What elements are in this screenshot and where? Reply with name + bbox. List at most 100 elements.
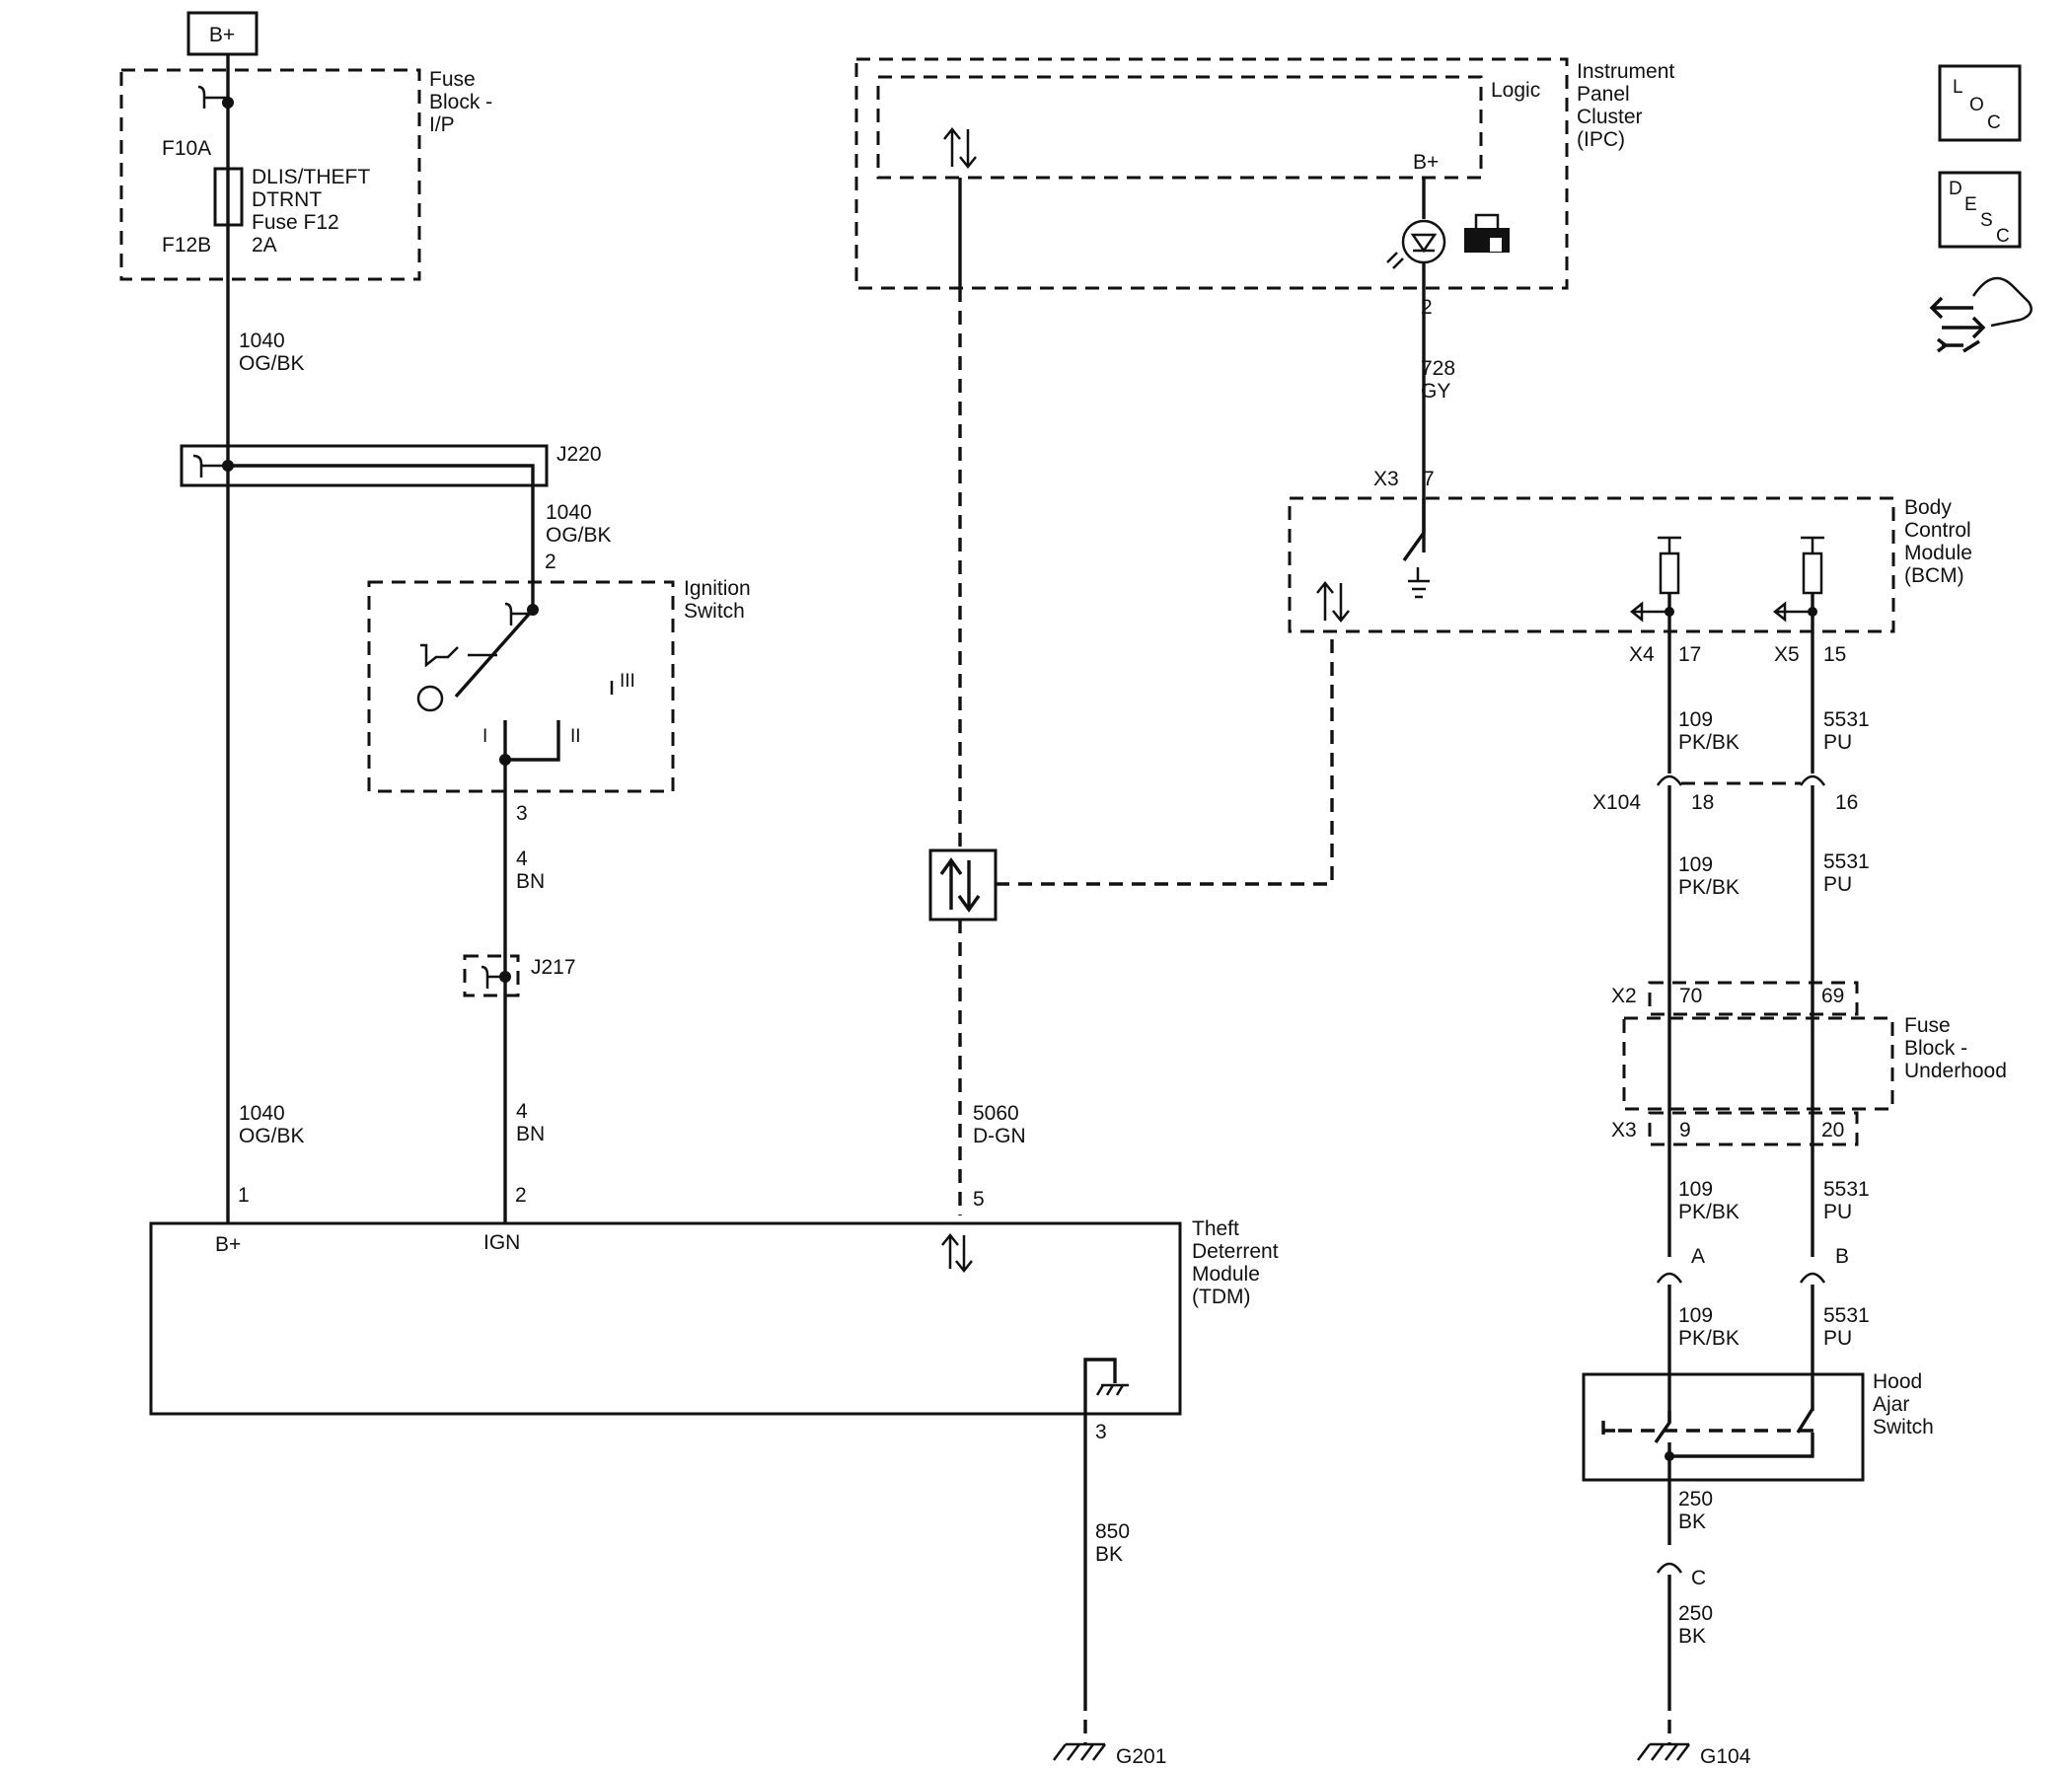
svg-text:OG/BK: OG/BK (239, 1125, 305, 1147)
svg-text:J220: J220 (556, 443, 602, 466)
svg-text:Block -: Block - (429, 91, 492, 113)
svg-text:4: 4 (516, 1100, 528, 1123)
svg-text:2: 2 (515, 1184, 527, 1207)
svg-text:DTRNT: DTRNT (252, 188, 322, 211)
connector-x104: X104 18 16 (1592, 774, 1858, 814)
key-icon (416, 685, 444, 712)
ipc-title: Instrument Panel Cluster (IPC) (1577, 60, 1674, 151)
svg-text:Logic: Logic (1491, 79, 1540, 102)
svg-text:J217: J217 (531, 956, 576, 979)
fuse-block-underhood: X2 70 69 X3 9 20 Fuse Block - Underhood (1611, 981, 2007, 1146)
fuse-block-ip: Fuse Block - I/P F10A F12B DLIS/THEFT DT… (119, 68, 492, 281)
svg-text:Theft: Theft (1192, 1217, 1239, 1240)
svg-text:S: S (1980, 210, 1993, 231)
svg-text:Control: Control (1904, 519, 1971, 542)
svg-text:850: 850 (1095, 1520, 1130, 1543)
svg-text:Instrument: Instrument (1577, 60, 1674, 83)
svg-text:BN: BN (516, 870, 545, 893)
svg-text:I: I (482, 726, 487, 747)
f10a-connector-icon (197, 85, 227, 109)
svg-text:X3: X3 (1611, 1119, 1637, 1142)
svg-text:B+: B+ (209, 24, 235, 46)
svg-text:15: 15 (1823, 643, 1846, 666)
svg-text:5531: 5531 (1823, 1178, 1870, 1201)
svg-text:Fuse: Fuse (1904, 1014, 1951, 1037)
svg-text:70: 70 (1679, 985, 1702, 1007)
svg-text:PU: PU (1823, 873, 1852, 896)
desc-icon[interactable]: D E S C (1938, 171, 2022, 249)
bcm-ground-icon (1408, 567, 1430, 599)
svg-text:250: 250 (1678, 1488, 1713, 1510)
loc-icon[interactable]: L O C (1938, 64, 2022, 142)
svg-text:5531: 5531 (1823, 850, 1870, 873)
bcm-serial-data-icon (1316, 580, 1350, 624)
svg-text:BK: BK (1678, 1510, 1706, 1533)
svg-text:C: C (1996, 226, 2010, 247)
svg-text:PK/BK: PK/BK (1678, 1327, 1739, 1350)
ground-icon (1095, 1383, 1129, 1396)
svg-text:PK/BK: PK/BK (1678, 731, 1739, 754)
svg-text:Body: Body (1904, 496, 1952, 519)
svg-text:16: 16 (1835, 791, 1858, 814)
svg-text:OG/BK: OG/BK (546, 524, 612, 547)
instrument-panel-cluster: Logic Instrument Panel Cluster (IPC) B+ (854, 57, 1674, 290)
svg-text:109: 109 (1678, 708, 1713, 731)
pullup-x5 (1772, 536, 1824, 631)
svg-text:X104: X104 (1592, 791, 1641, 814)
svg-text:2: 2 (545, 551, 556, 573)
hood-ajar-switch: Hood Ajar Switch (1582, 1370, 1934, 1482)
svg-text:3: 3 (516, 802, 528, 825)
connector-c: C (1656, 1562, 1706, 1589)
bcm-title: Body Control Module (BCM) (1904, 496, 1972, 587)
svg-text:Hood: Hood (1873, 1370, 1922, 1393)
key-linkage-icon (420, 643, 497, 668)
svg-text:PU: PU (1823, 1201, 1852, 1223)
svg-text:C: C (1691, 1567, 1706, 1589)
ignition-switch: Ignition Switch I II III (367, 577, 751, 793)
svg-text:17: 17 (1678, 643, 1701, 666)
svg-text:DLIS/THEFT: DLIS/THEFT (252, 166, 370, 188)
splice-j217: J217 (463, 954, 576, 997)
svg-text:3: 3 (1095, 1421, 1107, 1443)
svg-text:5: 5 (973, 1188, 985, 1211)
svg-text:(TDM): (TDM) (1192, 1286, 1250, 1308)
bplus-source: B+ (186, 11, 259, 56)
svg-text:109: 109 (1678, 1178, 1713, 1201)
svg-text:9: 9 (1679, 1119, 1691, 1142)
svg-text:(IPC): (IPC) (1577, 128, 1625, 151)
svg-text:1040: 1040 (546, 501, 592, 524)
svg-text:Underhood: Underhood (1904, 1060, 2007, 1082)
svg-text:Fuse F12: Fuse F12 (252, 211, 339, 234)
svg-text:1040: 1040 (239, 330, 285, 352)
svg-text:Block -: Block - (1904, 1037, 1967, 1060)
svg-text:E: E (1964, 194, 1977, 215)
svg-text:2A: 2A (252, 234, 277, 257)
fuse-block-underhood-title: Fuse Block - Underhood (1904, 1014, 2007, 1082)
svg-text:B+: B+ (215, 1233, 241, 1256)
svg-text:L: L (1953, 77, 1963, 98)
svg-text:20: 20 (1821, 1119, 1844, 1142)
svg-text:X5: X5 (1774, 643, 1800, 666)
svg-text:OG/BK: OG/BK (239, 352, 305, 375)
svg-text:II: II (570, 726, 581, 747)
tdm-serial-data-icon (941, 1232, 973, 1274)
splice-j220: J220 (180, 443, 602, 610)
diagnostic-tool-icon[interactable] (1929, 276, 2033, 353)
ipc-serial-data-icon (943, 126, 977, 170)
svg-text:PU: PU (1823, 731, 1852, 754)
svg-text:III: III (620, 671, 635, 692)
svg-text:18: 18 (1691, 791, 1714, 814)
svg-text:G104: G104 (1700, 1745, 1751, 1768)
tdm-title: Theft Deterrent Module (TDM) (1192, 1217, 1279, 1308)
svg-text:B: B (1835, 1245, 1849, 1268)
ignition-contact (454, 608, 535, 699)
svg-text:5060: 5060 (973, 1102, 1019, 1125)
svg-text:1040: 1040 (239, 1102, 285, 1125)
svg-text:D: D (1949, 179, 1962, 199)
svg-text:69: 69 (1821, 985, 1844, 1007)
svg-text:5531: 5531 (1823, 708, 1870, 731)
svg-text:X4: X4 (1629, 643, 1655, 666)
svg-text:G201: G201 (1116, 1745, 1166, 1768)
svg-text:5531: 5531 (1823, 1304, 1870, 1327)
